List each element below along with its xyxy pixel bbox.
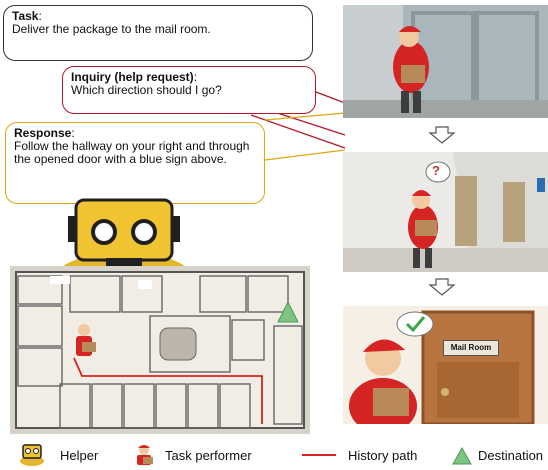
history-path-swatch <box>302 454 336 456</box>
mail-room-sign: Mail Room <box>443 340 499 356</box>
performer-marker <box>76 324 96 356</box>
response-bubble: Response: Follow the hallway on your rig… <box>5 122 265 204</box>
performer-icon <box>137 445 153 465</box>
legend-history: History path <box>302 444 417 466</box>
floor-plan <box>10 266 310 434</box>
legend-destination-label: Destination <box>478 447 544 463</box>
legend-helper-label: Helper <box>60 447 99 463</box>
scene-mail-room: Mail Room <box>343 306 548 424</box>
arrow-down-icon-2 <box>428 278 456 296</box>
legend-destination: Destination <box>452 444 543 466</box>
inquiry-text: Which direction should I go? <box>71 83 222 97</box>
inquiry-title: Inquiry (help request) <box>71 70 194 84</box>
task-text: Deliver the package to the mail room. <box>12 22 211 36</box>
response-text: Follow the hallway on your right and thr… <box>14 139 250 166</box>
task-title: Task <box>12 9 39 23</box>
arrow-down-icon-1 <box>428 126 456 144</box>
destination-icon <box>452 446 472 465</box>
legend-performer-label: Task performer <box>165 447 252 463</box>
history-path <box>73 357 263 424</box>
legend-performer: Task performer <box>133 444 252 466</box>
inquiry-bubble: Inquiry (help request): Which direction … <box>62 66 316 114</box>
helper-icon <box>20 444 44 466</box>
destination-marker <box>277 300 299 323</box>
scene-entrance <box>343 5 548 118</box>
response-title: Response <box>14 126 72 140</box>
legend-helper: Helper <box>18 444 98 466</box>
task-bubble: Task: Deliver the package to the mail ro… <box>3 5 313 61</box>
legend-history-label: History path <box>348 447 418 463</box>
question-mark: ? <box>432 163 440 178</box>
scene-hallway: ? <box>343 152 548 272</box>
